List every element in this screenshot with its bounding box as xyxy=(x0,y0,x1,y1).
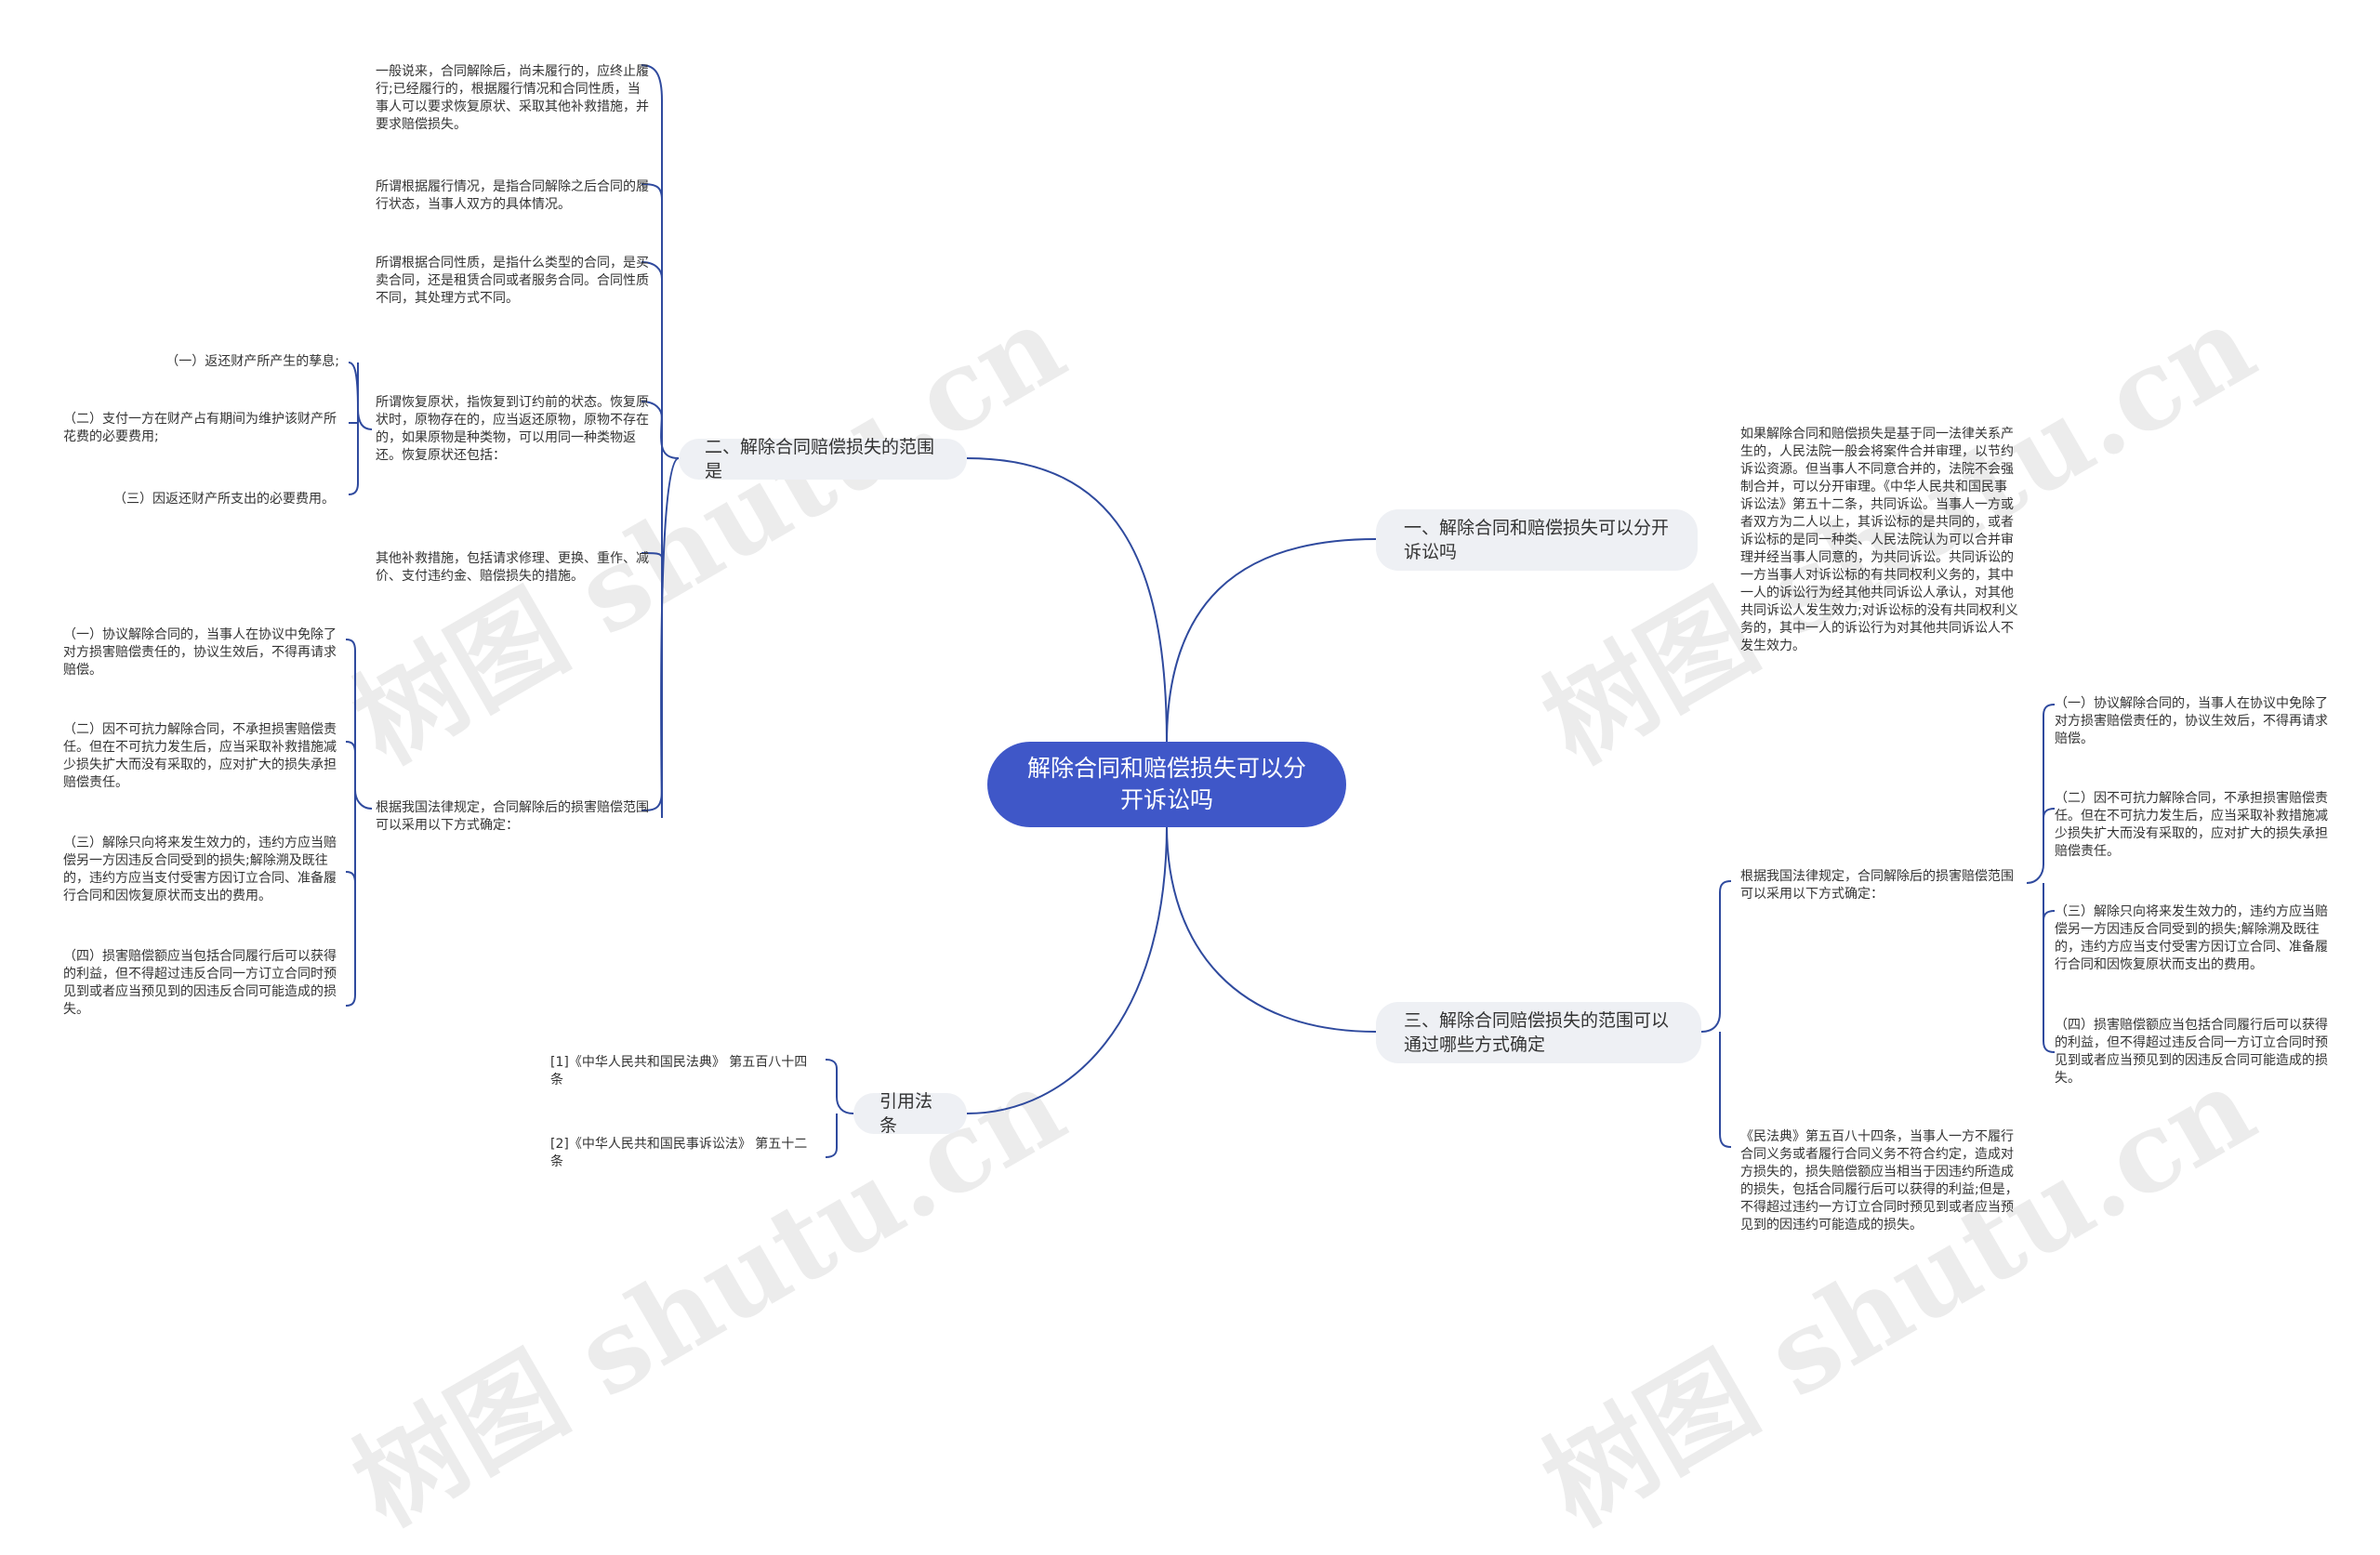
right-sub-item-2: （二）因不可抗力解除合同，不承担损害赔偿责任。但在不可抗力发生后，应当采取补救措… xyxy=(2055,791,2328,859)
restore-item-3: （三）因返还财产所支出的必要费用。 xyxy=(113,492,335,507)
branch-laws[interactable]: 引用法条 xyxy=(853,1091,967,1136)
right-sub-item-1: （一）协议解除合同的，当事人在协议中免除了对方损害赔偿责任的，协议生效后，不得再… xyxy=(2055,696,2328,746)
branch-lawsuit[interactable]: 一、解除合同和赔偿损失可以分开诉讼吗 xyxy=(1376,509,1698,571)
right-determine-item-2: 《民法典》第五百八十四条，当事人一方不履行合同义务或者履行合同义务不符合约定，造… xyxy=(1740,1129,2018,1232)
link-root-laws xyxy=(966,824,1168,1114)
scope-item-6: 根据我国法律规定，合同解除后的损害赔偿范围可以采用以下方式确定： xyxy=(376,800,649,833)
right-sub-item-3: （三）解除只向将来发生效力的，违约方应当赔偿另一方因违反合同受到的损失;解除溯及… xyxy=(2055,904,2328,972)
root-node[interactable]: 解除合同和赔偿损失可以分开诉讼吗 xyxy=(987,742,1346,827)
connector-lines xyxy=(345,64,2056,1158)
branch-scope-label: 二、解除合同赔偿损失的范围是 xyxy=(705,437,935,481)
law-item-1: [1]《中华人民共和国民法典》 第五百八十四条 xyxy=(550,1055,808,1087)
scope-item-2: 所谓根据履行情况，是指合同解除之后合同的履行状态，当事人双方的具体情况。 xyxy=(376,179,649,212)
right-determine-item-1: 根据我国法律规定，合同解除后的损害赔偿范围可以采用以下方式确定： xyxy=(1740,869,2014,902)
left-determine-item-4: （四）损害赔偿额应当包括合同履行后可以获得的利益，但不得超过违反合同一方订立合同… xyxy=(63,949,337,1017)
restore-item-2: （二）支付一方在财产占有期间为维护该财产所花费的必要费用; xyxy=(63,412,337,444)
root-label: 解除合同和赔偿损失可以分开诉讼吗 xyxy=(1026,755,1306,813)
law-item-2: [2]《中华人民共和国民事诉讼法》 第五十二条 xyxy=(550,1137,808,1169)
left-determine-item-3: （三）解除只向将来发生效力的，违约方应当赔偿另一方因违反合同受到的损失;解除溯及… xyxy=(63,836,337,903)
branch-determine[interactable]: 三、解除合同赔偿损失的范围可以通过哪些方式确定 xyxy=(1376,1002,1701,1063)
lawsuit-text: 如果解除合同和赔偿损失是基于同一法律关系产生的，人民法院一般会将案件合并审理，以… xyxy=(1740,427,2018,653)
branch-determine-label: 三、解除合同赔偿损失的范围可以通过哪些方式确定 xyxy=(1404,1010,1670,1055)
link-root-determine xyxy=(1166,824,1377,1033)
scope-item-5: 其他补救措施，包括请求修理、更换、重作、减价、支付违约金、赔偿损失的措施。 xyxy=(376,551,649,584)
left-determine-item-1: （一）协议解除合同的，当事人在协议中免除了对方损害赔偿责任的，协议生效后，不得再… xyxy=(63,627,337,678)
right-sub-item-4: （四）损害赔偿额应当包括合同履行后可以获得的利益，但不得超过违反合同一方订立合同… xyxy=(2055,1018,2328,1086)
branch-lawsuit-label: 一、解除合同和赔偿损失可以分开诉讼吗 xyxy=(1404,518,1670,562)
link-root-scope xyxy=(966,457,1168,745)
restore-item-1: （一）返还财产所产生的孳息; xyxy=(165,354,339,369)
scope-item-3: 所谓根据合同性质，是指什么类型的合同，是买卖合同，还是租赁合同或者服务合同。合同… xyxy=(376,256,649,306)
left-determine-item-2: （二）因不可抗力解除合同，不承担损害赔偿责任。但在不可抗力发生后，应当采取补救措… xyxy=(63,722,337,790)
branch-scope[interactable]: 二、解除合同赔偿损失的范围是 xyxy=(679,437,967,481)
link-root-lawsuit xyxy=(1166,538,1377,745)
scope-item-1: 一般说来，合同解除后，尚未履行的，应终止履行;已经履行的，根据履行情况和合同性质… xyxy=(376,64,649,132)
branch-laws-label: 引用法条 xyxy=(879,1091,933,1136)
mind-map-canvas: 树图 shutu.cn 树图 shutu.cn 树图 shutu.cn 树图 s… xyxy=(63,64,2328,1550)
bracket-scope xyxy=(660,408,680,819)
scope-item-4: 所谓恢复原状，指恢复到订约前的状态。恢复原状时，原物存在的，应当返还原物，原物不… xyxy=(376,395,649,463)
